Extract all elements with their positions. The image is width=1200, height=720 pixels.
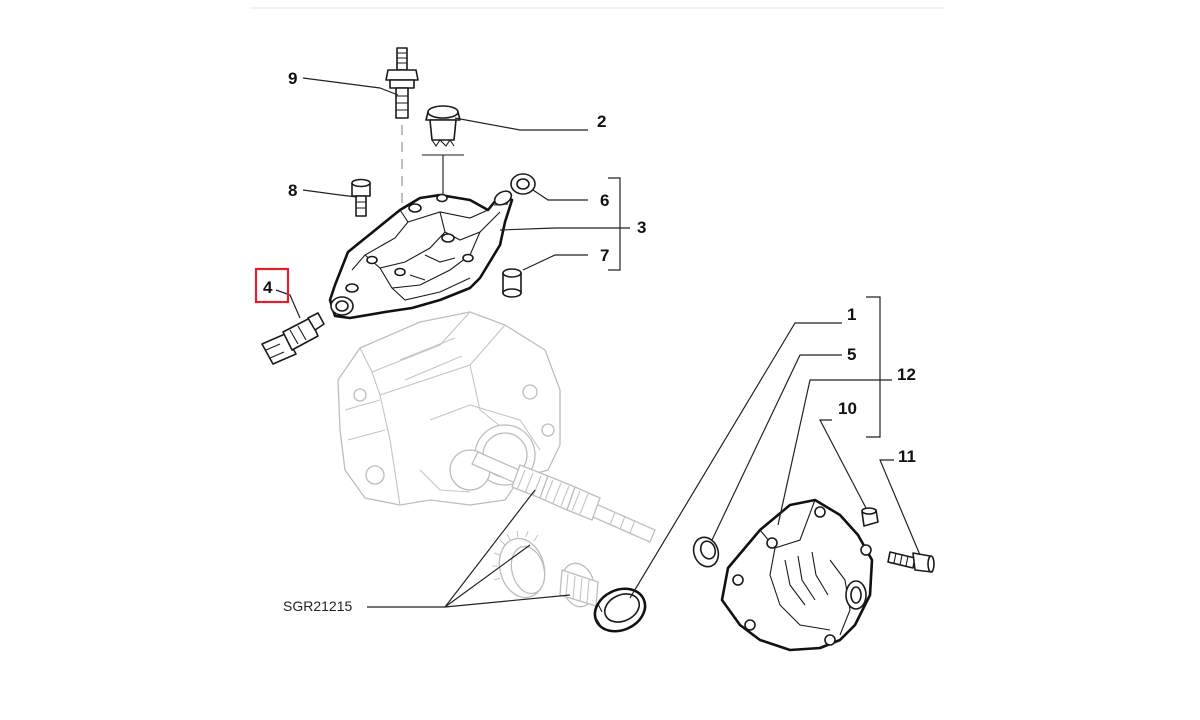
small-seal-disc: [692, 536, 720, 568]
drawing-code: SGR21215: [283, 598, 352, 614]
gear-and-bearing-ghost: [492, 530, 599, 608]
callout-9: 9: [288, 69, 297, 88]
small-plug: [861, 507, 879, 527]
bracket-1-12: [866, 296, 881, 438]
callout-11: 11: [898, 447, 916, 466]
rear-housing-cover: [720, 498, 874, 652]
callout-5: 5: [847, 345, 856, 364]
callout-2: 2: [597, 112, 606, 131]
callout-4: 4: [263, 278, 273, 297]
callout-1: 1: [847, 305, 856, 324]
sensor-switch: [261, 312, 325, 365]
callout-10: 10: [838, 399, 857, 418]
stud-bolt: [385, 47, 419, 119]
callout-3: 3: [637, 218, 646, 237]
bracket-3: [608, 177, 621, 271]
callout-4-highlight-box: [254, 267, 290, 304]
main-shaft-ghost: [471, 451, 656, 543]
selector-cover-housing: [328, 190, 514, 320]
hex-bolt: [351, 178, 371, 217]
callout-8: 8: [288, 181, 297, 200]
oil-seal-ring: [593, 587, 647, 633]
callout-7: 7: [600, 246, 609, 265]
cap-fit-marker: [422, 154, 464, 195]
callout-12: 12: [897, 365, 916, 384]
housing-bolt: [887, 551, 935, 573]
bushing: [502, 268, 522, 298]
callout-6: 6: [600, 191, 609, 210]
leader-lines: [275, 77, 921, 608]
cap-plug: [425, 105, 461, 147]
seal-ring: [510, 173, 536, 195]
